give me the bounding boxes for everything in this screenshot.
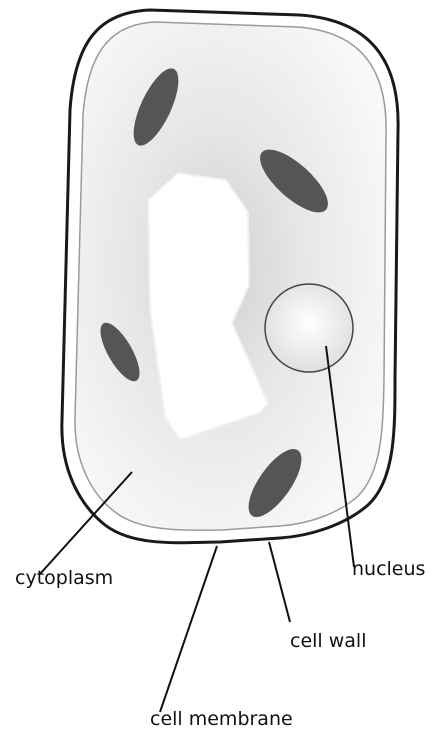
cell-wall-label: cell wall [290, 630, 366, 652]
nucleus-label: nucleus [352, 558, 425, 580]
cytoplasm-label: cytoplasm [15, 567, 113, 589]
cell-membrane-label: cell membrane [150, 708, 293, 730]
cell-membrane-leader-line [160, 546, 217, 712]
nucleus [265, 284, 353, 372]
cell-wall-leader-line [269, 542, 290, 622]
